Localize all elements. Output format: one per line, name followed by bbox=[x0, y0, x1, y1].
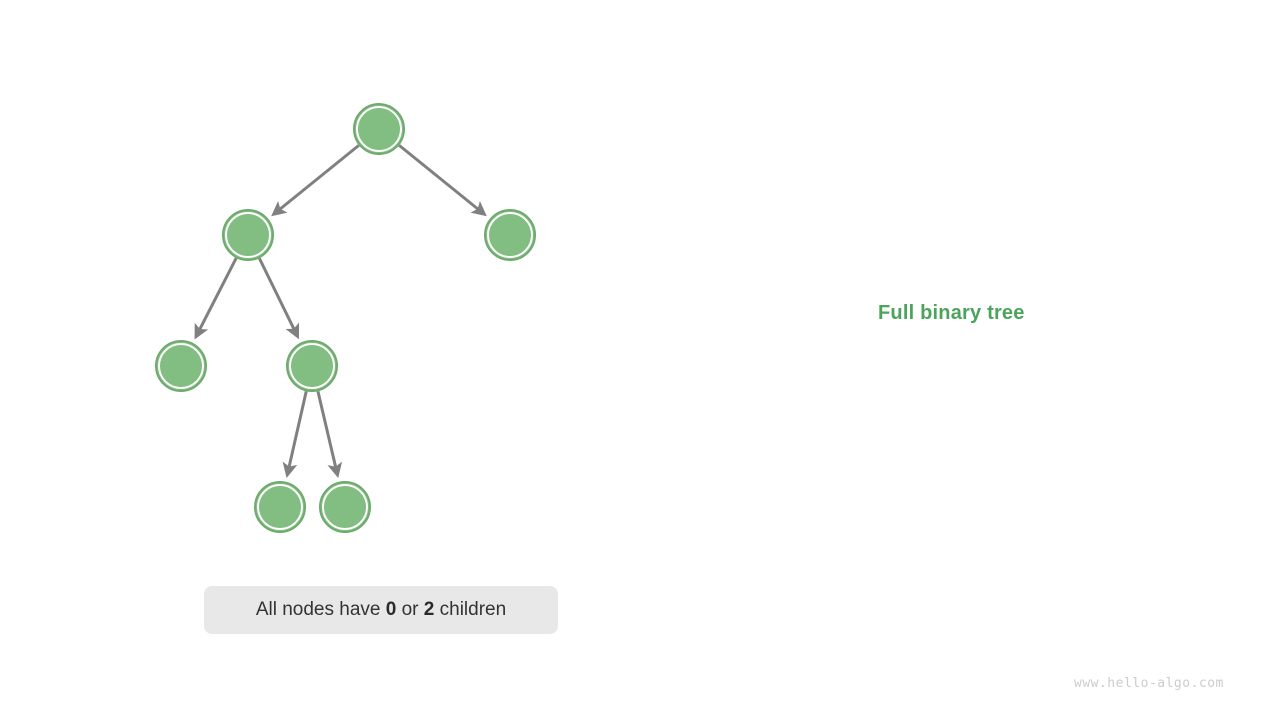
node-gap-ring bbox=[322, 484, 368, 530]
caption-bold-two: 2 bbox=[423, 599, 435, 620]
node-body bbox=[291, 345, 333, 387]
node-body bbox=[489, 214, 531, 256]
page-title: Full binary tree bbox=[878, 302, 1025, 324]
node-gap-ring bbox=[289, 343, 335, 389]
node-body bbox=[259, 486, 301, 528]
caption-suffix: children bbox=[434, 599, 507, 620]
tree-edges bbox=[194, 144, 487, 478]
node-body bbox=[324, 486, 366, 528]
tree-node bbox=[319, 481, 371, 533]
tree-node bbox=[155, 340, 207, 392]
node-gap-ring bbox=[225, 212, 271, 258]
tree-node bbox=[484, 209, 536, 261]
node-body bbox=[160, 345, 202, 387]
tree-edge bbox=[316, 390, 343, 478]
caption-middle: or bbox=[396, 599, 424, 620]
node-body bbox=[358, 108, 400, 150]
tree-node bbox=[254, 481, 306, 533]
caption-bold-zero: 0 bbox=[385, 599, 397, 620]
tree-node bbox=[286, 340, 338, 392]
tree-node bbox=[222, 209, 274, 261]
tree-edge bbox=[194, 257, 238, 340]
caption-badge: All nodes have 0 or 2 children bbox=[204, 586, 558, 634]
node-body bbox=[227, 214, 269, 256]
tree-edge bbox=[398, 144, 487, 217]
tree-node bbox=[353, 103, 405, 155]
tree-edge bbox=[258, 257, 300, 340]
caption-prefix: All nodes have bbox=[255, 599, 386, 620]
tree-edge bbox=[271, 144, 360, 217]
node-gap-ring bbox=[487, 212, 533, 258]
caption-text: All nodes have 0 or 2 children bbox=[256, 599, 506, 621]
node-gap-ring bbox=[257, 484, 303, 530]
node-gap-ring bbox=[158, 343, 204, 389]
tree-nodes bbox=[155, 103, 536, 533]
node-gap-ring bbox=[356, 106, 402, 152]
watermark: www.hello-algo.com bbox=[1074, 676, 1224, 691]
tree-edge bbox=[282, 391, 308, 478]
